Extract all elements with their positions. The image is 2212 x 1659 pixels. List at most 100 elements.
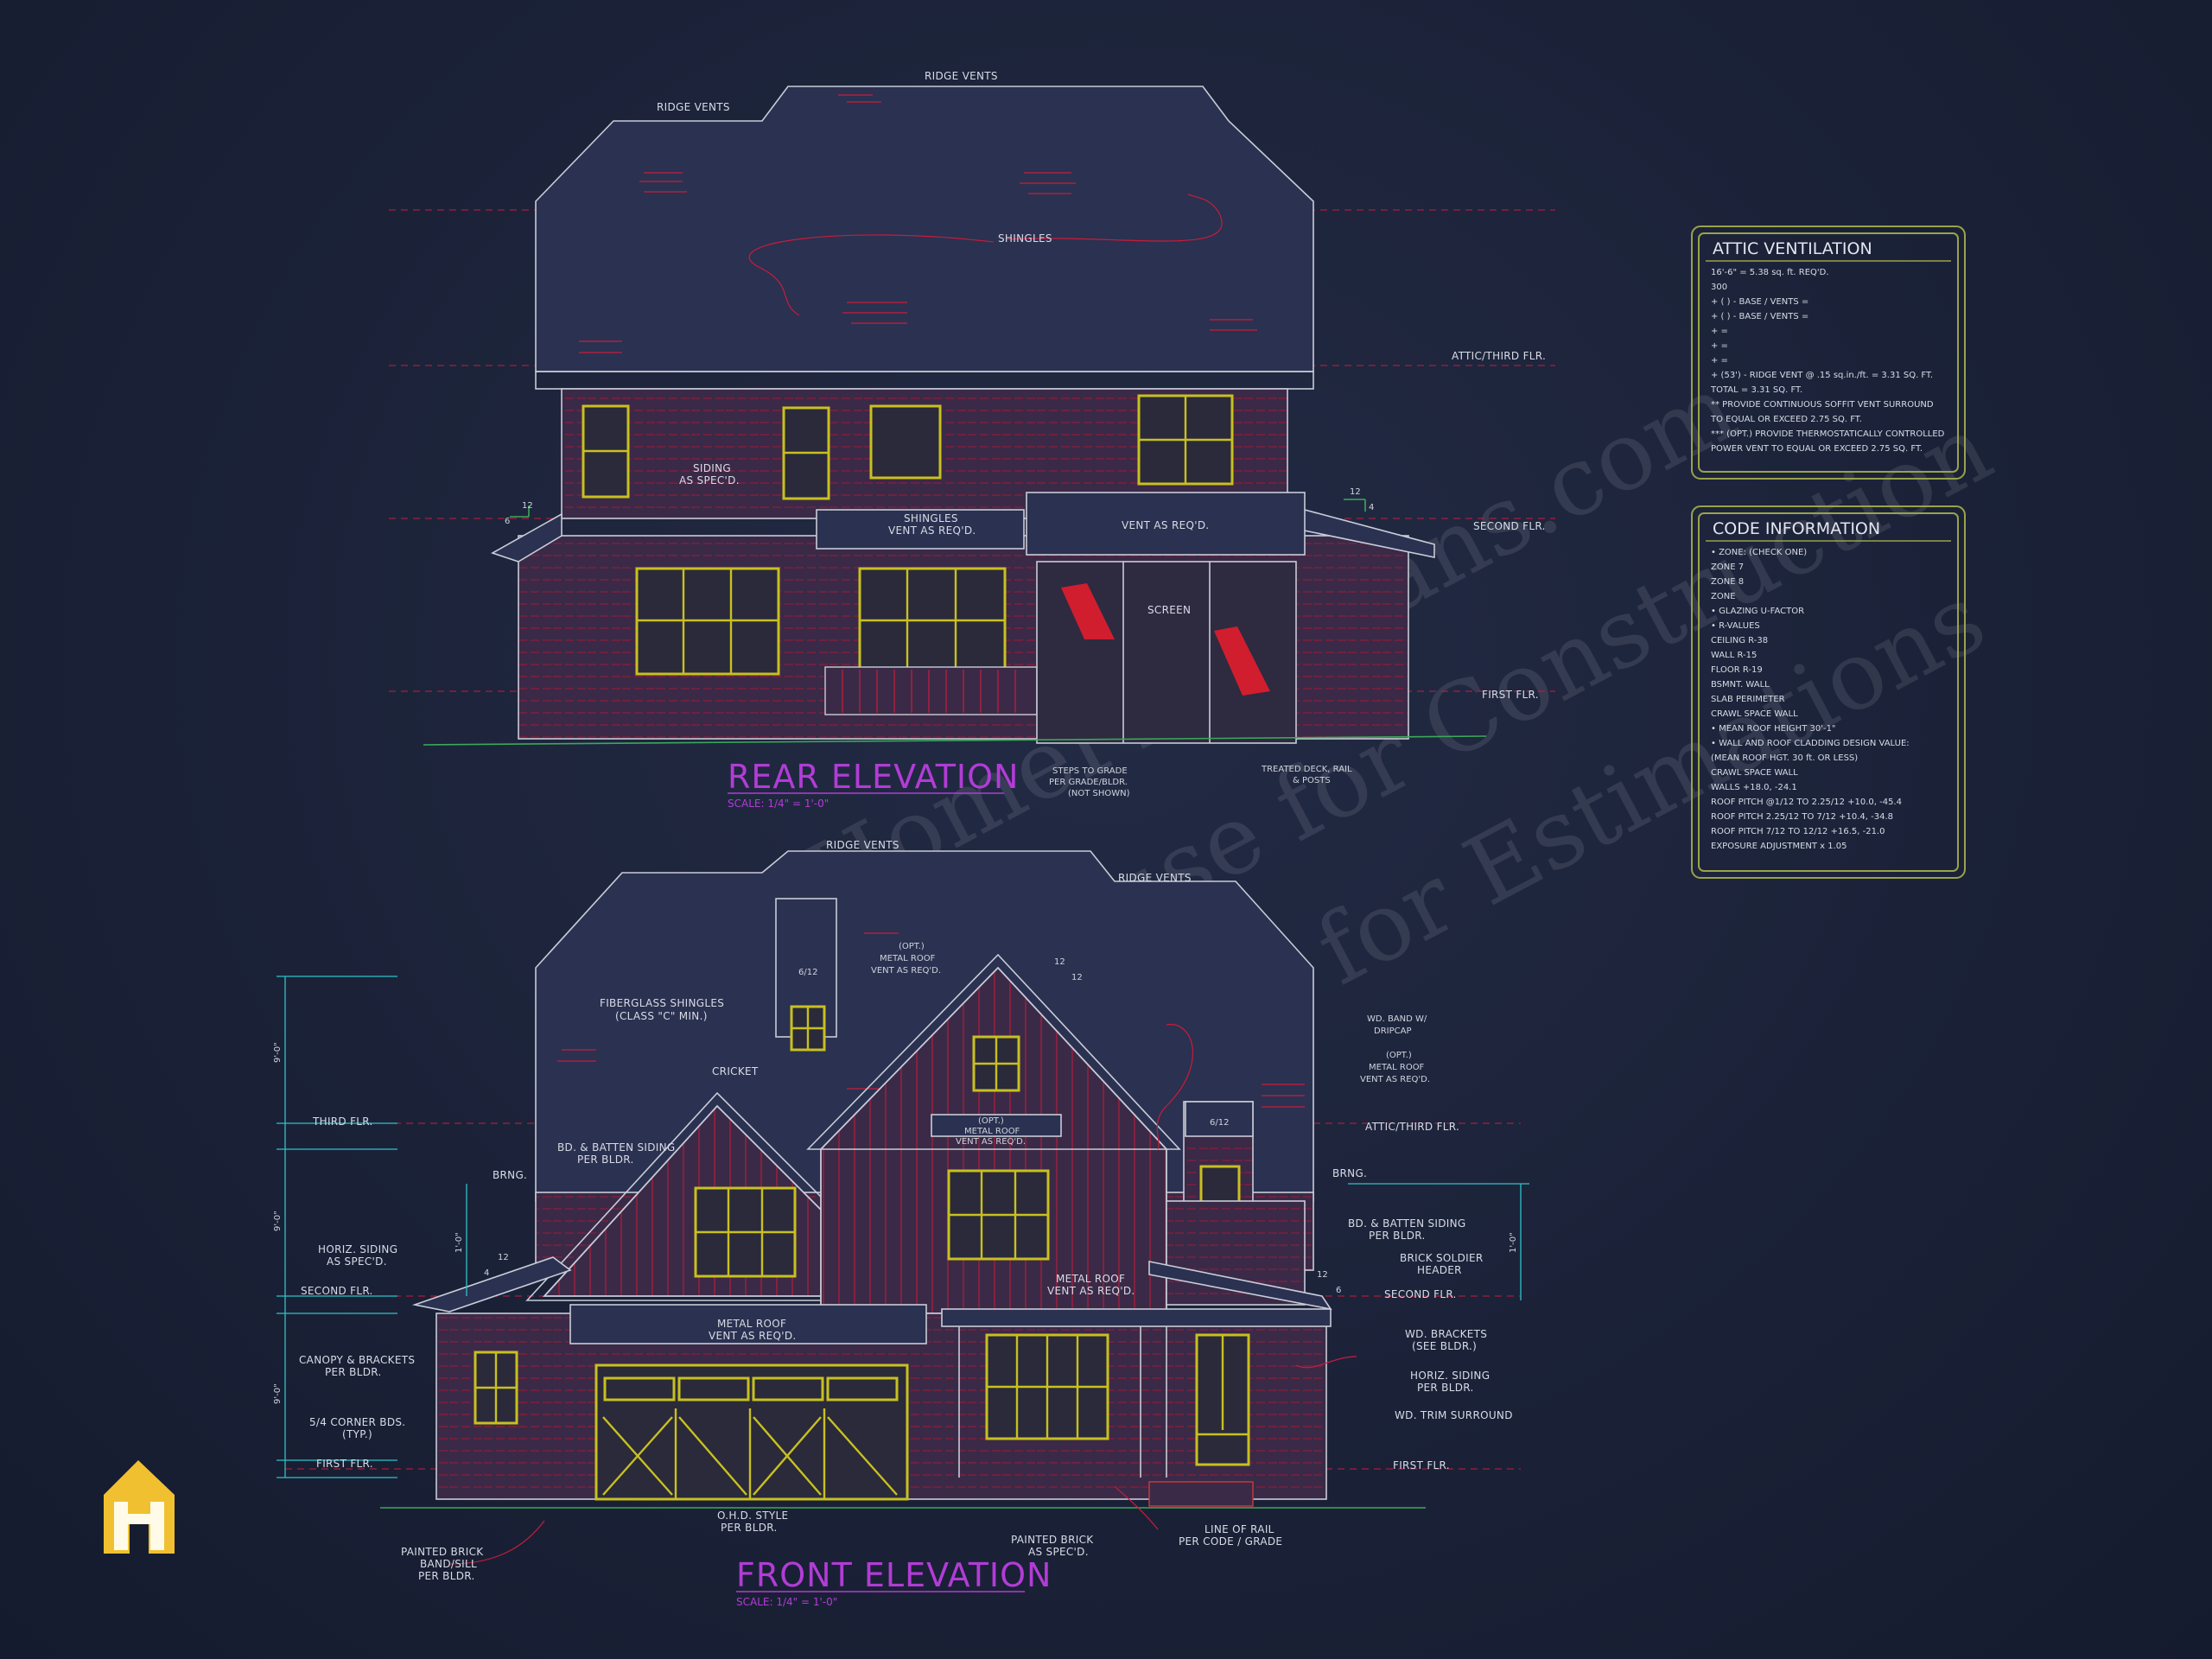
label-first-flr: FIRST FLR. [1393,1459,1450,1471]
label-attic-third-flr: ATTIC/THIRD FLR. [1452,350,1546,362]
pitch-label: 6 [1336,1286,1341,1295]
label-shingles-vent-reqd: VENT AS REQ'D. [888,524,976,537]
code-information-line: • ZONE: (CHECK ONE) [1711,548,1807,557]
label-ridge-vents: RIDGE VENTS [925,70,998,82]
label-deck-rail: TREATED DECK, RAIL [1261,765,1352,774]
label-typ: (TYP.) [342,1428,372,1440]
code-information-heading: CODE INFORMATION [1713,519,1880,538]
code-panel-inner [1698,512,1959,872]
label-painted-brick: PAINTED BRICK [1011,1534,1094,1546]
code-information-line: • WALL AND ROOF CLADDING DESIGN VALUE: [1711,739,1910,748]
attic-ventilation-lines: 16'-6" = 5.38 sq. ft. REQ'D. 300 + ( ) - B… [1710,268,1945,454]
rail-balusters [842,670,1016,713]
label-opt: (OPT.) [1386,1051,1412,1060]
gable-window [972,1035,1020,1092]
attic-ventilation-line: + = [1711,327,1728,336]
code-information-line: WALL R-15 [1711,651,1757,660]
pitch-label: 12 [1317,1270,1328,1280]
pitch-label: 4 [1369,503,1374,512]
label-wd-band: WD. BAND W/ [1367,1014,1427,1024]
label-shingles: SHINGLES [998,232,1052,245]
label-wd-brackets: WD. BRACKETS [1405,1328,1487,1340]
pitch-label: 6/12 [798,968,817,977]
attic-ventilation-line: + = [1711,341,1728,351]
roof-hatch-marks [579,94,1257,353]
label-shingles-vent: SHINGLES [904,512,958,524]
leader [1114,1485,1159,1530]
attic-ventilation-panel: ATTIC VENTILATION 16'-6" = 5.38 sq. ft. … [1691,226,1966,480]
pitch-label: 6 [505,517,510,526]
rear-window [858,567,1007,676]
label-metal-roof: METAL ROOF [964,1127,1020,1136]
leader [1295,1356,1357,1369]
code-information-line: EXPOSURE ADJUSTMENT x 1.05 [1711,842,1847,851]
leader [448,1520,545,1565]
label-band-sill: BAND/SILL [420,1558,477,1570]
code-information-line: CRAWL SPACE WALL [1711,768,1798,778]
rear-left-shed-roof [491,512,563,563]
label-see-bldr: (SEE BLDR.) [1412,1340,1477,1352]
front-elevation-title: FRONT ELEVATION [736,1556,1052,1594]
label-ridge-vents: RIDGE VENTS [1118,872,1192,884]
label-vent-reqd: VENT AS REQ'D. [871,966,941,976]
label-horiz-siding: HORIZ. SIDING [318,1243,397,1255]
label-canopy: CANOPY & BRACKETS [299,1354,415,1366]
attic-ventilation-line: ** PROVIDE CONTINUOUS SOFFIT VENT SURROU… [1711,400,1934,410]
front-window [694,1186,797,1278]
rear-window [869,404,942,480]
label-per-bldr: PER BLDR. [721,1522,778,1534]
front-door [1195,1333,1250,1466]
dimension-label: 1'-0" [1509,1232,1518,1253]
right-dormer-roof [1185,1101,1254,1137]
code-information-line: (MEAN ROOF HGT. 30 ft. OR LESS) [1711,753,1858,763]
label-vent-reqd: VENT AS REQ'D. [956,1137,1026,1147]
code-information-line: FLOOR R-19 [1711,665,1763,675]
rear-deck-rail [824,666,1038,715]
label-per-bldr: PER BLDR. [577,1154,634,1166]
front-steps [1148,1481,1254,1507]
rear-center-roof [816,509,1025,550]
label-metal-roof: METAL ROOF [880,954,936,963]
dimension-label: 1'-0" [454,1232,464,1253]
label-cricket: CRICKET [712,1065,759,1077]
attic-ventilation-line: 300 [1711,283,1727,292]
label-ridge-vents: RIDGE VENTS [657,101,730,113]
label-brng: BRNG. [1332,1167,1367,1179]
rear-window [1137,394,1234,486]
label-first-flr: FIRST FLR. [1482,689,1539,701]
leader [1006,194,1223,242]
rear-window [782,406,830,500]
label-steps: STEPS TO GRADE [1052,766,1128,776]
code-information-line: • GLAZING U-FACTOR [1711,607,1804,616]
code-information-line: ROOF PITCH 2.25/12 TO 7/12 +10.4, -34.8 [1711,812,1893,822]
attic-ventilation-line: + = [1711,356,1728,365]
label-siding: SIDING [693,462,731,474]
rear-porch-roof [1026,492,1306,556]
attic-ventilation-line: + ( ) - BASE / VENTS = [1711,297,1808,307]
rear-window [635,567,780,676]
pitch-label: 12 [498,1253,509,1262]
attic-ventilation-line: 16'-6" = 5.38 sq. ft. REQ'D. [1711,268,1829,277]
attic-ventilation-line: + ( ) - BASE / VENTS = [1711,312,1808,321]
label-third-flr: THIRD FLR. [312,1116,373,1128]
code-information-line: ZONE 8 [1711,577,1744,587]
code-information-line: ROOF PITCH @1/12 TO 2.25/12 +10.0, -45.4 [1711,798,1902,807]
label-second-flr: SECOND FLR. [1473,520,1546,532]
label-steps-2: PER GRADE/BLDR. [1049,778,1128,787]
label-per-bldr: PER BLDR. [418,1570,475,1582]
label-deck-posts: & POSTS [1293,776,1331,785]
label-attic-third-flr: ATTIC/THIRD FLR. [1365,1121,1459,1133]
label-painted-brick: PAINTED BRICK [401,1546,484,1558]
label-screen: SCREEN [1147,604,1191,616]
attic-ventilation-heading: ATTIC VENTILATION [1713,239,1872,258]
dimension-label: 9'-0" [273,1383,283,1404]
porch-stair-right [1214,626,1270,696]
front-elevation: RIDGE VENTS RIDGE VENTS (OPT.) METAL ROO… [273,839,1529,1608]
label-metal-roof: METAL ROOF [717,1318,786,1330]
rear-elevation: RIDGE VENTS RIDGE VENTS SHINGLES ATTIC/T… [389,70,1555,810]
front-window [474,1351,518,1425]
label-per-bldr: PER BLDR. [1417,1382,1474,1394]
garage-door-panels [602,1376,899,1499]
label-per-bldr: PER BLDR. [325,1366,382,1378]
